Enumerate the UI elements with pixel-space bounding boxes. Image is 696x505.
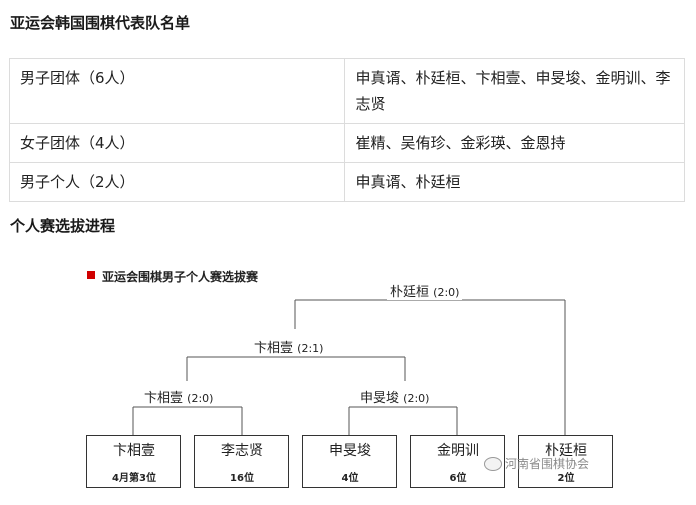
wechat-icon [484, 456, 502, 471]
player-box: 申旻埈 4位 [303, 436, 397, 488]
watermark: 河南省围棋协会 [484, 455, 589, 472]
quarter-left-label: 卞相壹 (2:0) [141, 387, 217, 406]
quarter-right-score: (2:0) [403, 392, 430, 405]
player-rank: 6位 [449, 473, 467, 484]
player-rank: 4月第3位 [112, 473, 156, 484]
final-winner: 朴廷桓 [390, 285, 430, 300]
semi-label: 卞相壹 (2:1) [251, 337, 327, 356]
player-name: 金明训 [437, 443, 479, 459]
team-category: 男子个人（2人） [8, 162, 346, 202]
quarter-left-winner: 卞相壹 [144, 391, 184, 406]
semi-score: (2:1) [297, 342, 324, 355]
table-row: 男子团体（6人） 申真谞、朴廷桓、卞相壹、申旻埈、金明训、李志贤 [8, 58, 685, 124]
page-title: 亚运会韩国围棋代表队名单 [10, 14, 191, 32]
team-category: 男子团体（6人） [8, 58, 346, 124]
bullet-marker [87, 271, 95, 279]
semi-winner: 卞相壹 [254, 341, 294, 356]
player-name: 申旻埈 [329, 443, 371, 459]
watermark-text: 河南省围棋协会 [505, 457, 590, 471]
player-rank: 16位 [230, 473, 254, 484]
table-row: 男子个人（2人） 申真谞、朴廷桓 [8, 162, 685, 202]
player-name: 卞相壹 [113, 443, 155, 459]
player-name: 朴廷桓 [545, 443, 587, 459]
quarter-left-score: (2:0) [187, 392, 214, 405]
final-score: (2:0) [433, 286, 460, 299]
section-heading: 个人赛选拔进程 [10, 217, 116, 235]
bracket-title: 亚运会围棋男子个人赛选拔赛 [102, 270, 259, 284]
player-box: 卞相壹 4月第3位 [87, 436, 181, 488]
roster-table: 男子团体（6人） 申真谞、朴廷桓、卞相壹、申旻埈、金明训、李志贤 女子团体（4人… [8, 58, 685, 202]
player-box: 金明训 6位 [411, 436, 505, 488]
player-name: 李志贤 [221, 443, 263, 459]
final-label: 朴廷桓 (2:0) [387, 281, 463, 300]
table-row: 女子团体（4人） 崔精、吴侑珍、金彩瑛、金恩持 [8, 123, 685, 163]
team-players: 崔精、吴侑珍、金彩瑛、金恩持 [344, 123, 685, 163]
player-box: 李志贤 16位 [195, 436, 289, 488]
player-rank: 4位 [341, 473, 359, 484]
team-players: 申真谞、朴廷桓、卞相壹、申旻埈、金明训、李志贤 [344, 58, 685, 124]
quarter-right-label: 申旻埈 (2:0) [357, 387, 433, 406]
team-players: 申真谞、朴廷桓 [344, 162, 685, 202]
player-rank: 2位 [557, 473, 575, 484]
quarter-right-winner: 申旻埈 [360, 391, 400, 406]
player-box: 朴廷桓 2位 [519, 436, 613, 488]
